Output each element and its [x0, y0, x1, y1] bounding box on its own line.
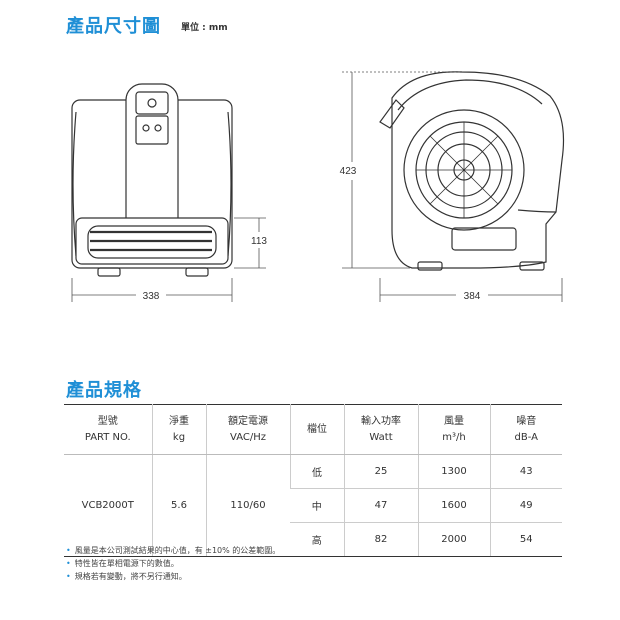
- cell-noise: 54: [489, 522, 562, 557]
- front-view-drawing: [71, 83, 233, 277]
- note-item: 風量是本公司測試結果的中心值，有 ±10% 的公差範圍。: [66, 544, 281, 557]
- header-weight: 淨重 kg: [151, 404, 206, 455]
- header-model: 型號 PART NO.: [64, 404, 152, 455]
- cell-airflow: 1300: [417, 454, 490, 489]
- cell-weight: 5.6: [151, 454, 206, 557]
- unit-label: 單位 : mm: [181, 23, 228, 33]
- note-item: 特性皆在單相電源下的數值。: [66, 557, 280, 570]
- spec-header-row: 型號 PART NO. 淨重 kg 額定電源 VAC/Hz 檔位 輸入功率 Wa…: [64, 404, 562, 455]
- cell-airflow: 1600: [417, 488, 490, 523]
- dim-height-bottom: 113: [251, 236, 267, 247]
- cell-noise: 43: [489, 454, 562, 489]
- cell-input: 82: [343, 522, 418, 557]
- dim-height-total: 423: [340, 166, 357, 177]
- dimension-lines: [71, 71, 563, 302]
- cell-speed: 低: [289, 454, 344, 489]
- header-speed: 檔位: [289, 404, 344, 455]
- dim-depth-side: 384: [464, 291, 481, 302]
- cell-airflow: 2000: [417, 522, 490, 557]
- spec-notes: 風量是本公司測試結果的中心值，有 ±10% 的公差範圍。 特性皆在單相電源下的數…: [66, 544, 281, 583]
- dimension-title: 產品尺寸圖: [66, 16, 161, 37]
- cell-input: 47: [343, 488, 418, 523]
- cell-input: 25: [343, 454, 418, 489]
- cell-noise: 49: [489, 488, 562, 523]
- cell-speed: 高: [290, 522, 344, 557]
- dimension-drawing: 338 113 423 384: [71, 71, 565, 302]
- spec-title: 產品規格: [66, 380, 142, 401]
- header-power: 額定電源 VAC/Hz: [205, 404, 290, 455]
- dim-width-front: 338: [143, 291, 160, 302]
- side-view-drawing: [379, 71, 565, 271]
- cell-power: 110/60: [205, 454, 290, 557]
- header-noise: 噪音 dB-A: [489, 404, 562, 455]
- header-airflow: 風量 m³/h: [417, 404, 490, 455]
- spec-table: 型號 PART NO. 淨重 kg 額定電源 VAC/Hz 檔位 輸入功率 Wa…: [64, 404, 562, 557]
- spec-row-low: VCB2000T 5.6 110/60 低 25 1300 43: [64, 454, 562, 557]
- spec-row-mid: 中 47 1600 49: [64, 488, 562, 523]
- header-input: 輸入功率 Watt: [343, 404, 418, 455]
- note-item: 規格若有變動，將不另行通知。: [66, 570, 280, 583]
- cell-speed: 中: [290, 488, 344, 523]
- spec-row-high: 高 82 2000 54: [64, 522, 562, 557]
- cell-model: VCB2000T: [64, 454, 152, 557]
